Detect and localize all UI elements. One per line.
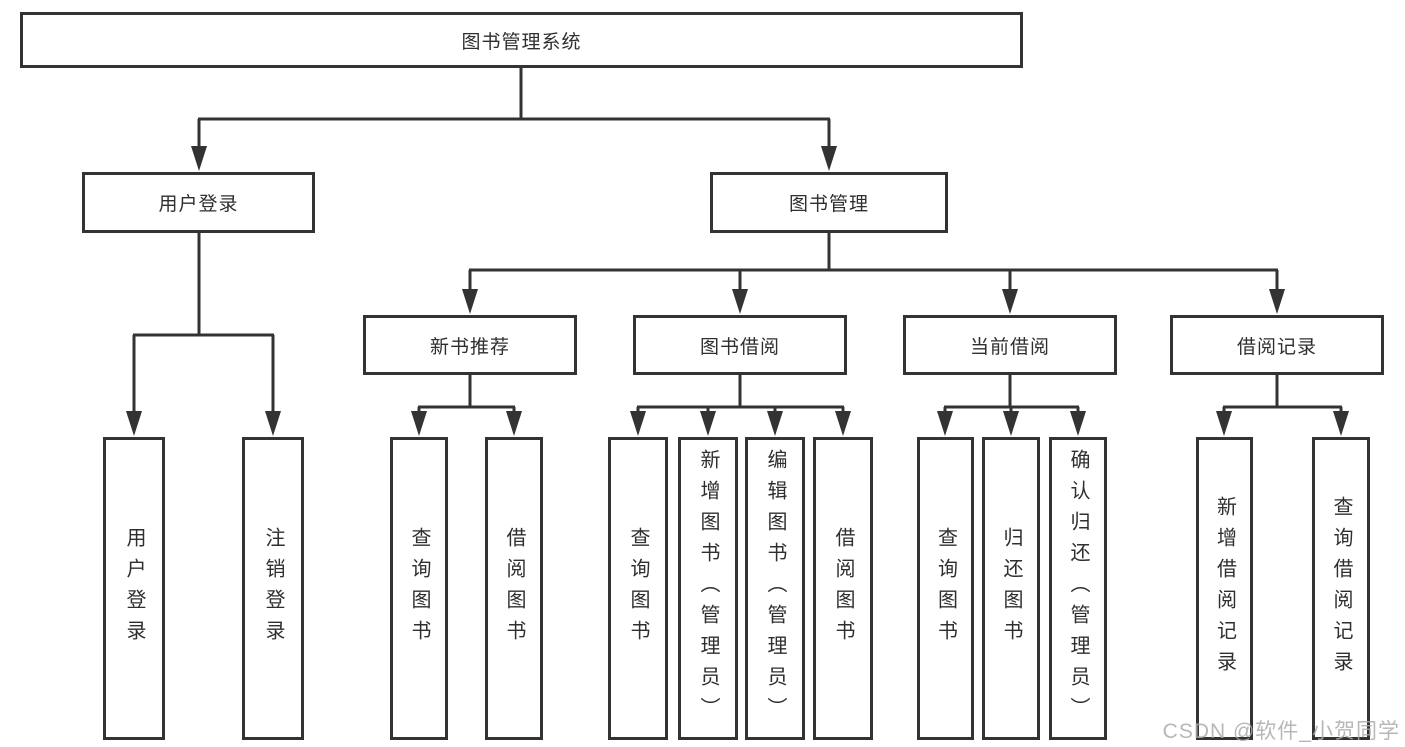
node-library-management-system: 图书管理系统 xyxy=(20,12,1023,68)
node-label: 用户登录 xyxy=(158,194,239,215)
node-current-borrowing: 当前借阅 xyxy=(903,315,1117,375)
node-query-books-current: 查询图书 xyxy=(917,437,974,740)
node-label: 当前借阅 xyxy=(969,336,1050,358)
node-return-books: 归还图书 xyxy=(982,437,1040,740)
node-label: 图书借阅 xyxy=(699,336,780,358)
node-book-borrowing: 图书借阅 xyxy=(633,315,847,375)
node-borrow-books-action: 借阅图书 xyxy=(813,437,873,740)
node-label: 确认归还（管理员） xyxy=(1067,449,1089,728)
node-label: 新增借阅记录 xyxy=(1213,495,1236,682)
node-edit-books-admin: 编辑图书（管理员） xyxy=(745,437,805,740)
node-borrow-books-recommend: 借阅图书 xyxy=(485,437,543,740)
node-new-book-recommend: 新书推荐 xyxy=(363,315,577,375)
node-label: 借阅图书 xyxy=(503,526,525,651)
node-label: 图书管理 xyxy=(788,194,869,215)
node-borrowing-records: 借阅记录 xyxy=(1170,315,1384,375)
node-query-books-recommend: 查询图书 xyxy=(390,437,448,740)
node-label: 新增图书（管理员） xyxy=(697,449,719,728)
node-book-management: 图书管理 xyxy=(710,172,948,233)
node-label: 用户登录 xyxy=(123,526,145,651)
node-label: 图书管理系统 xyxy=(461,31,582,53)
node-add-borrow-record: 新增借阅记录 xyxy=(1196,437,1253,740)
csdn-watermark: CSDN @软件_小贺同学 xyxy=(1162,720,1400,743)
node-user-login-action: 用户登录 xyxy=(103,437,165,740)
node-label: 查询图书 xyxy=(408,526,430,651)
node-label: 查询借阅记录 xyxy=(1330,495,1352,682)
arrowheads xyxy=(126,146,1349,436)
node-query-borrow-record: 查询借阅记录 xyxy=(1312,437,1370,740)
node-user-login: 用户登录 xyxy=(82,172,315,233)
node-label: 查询图书 xyxy=(934,526,957,651)
node-label: 借阅记录 xyxy=(1236,336,1317,358)
node-label: 归还图书 xyxy=(1000,526,1022,651)
node-logout-action: 注销登录 xyxy=(242,437,304,740)
node-label: 注销登录 xyxy=(262,526,284,651)
node-label: 新书推荐 xyxy=(429,336,510,358)
node-label: 借阅图书 xyxy=(832,526,854,651)
node-label: 查询图书 xyxy=(627,526,649,651)
node-label: 编辑图书（管理员） xyxy=(764,449,786,728)
node-confirm-return-admin: 确认归还（管理员） xyxy=(1049,437,1107,740)
node-add-books-admin: 新增图书（管理员） xyxy=(678,437,738,740)
node-query-books-borrow: 查询图书 xyxy=(608,437,668,740)
